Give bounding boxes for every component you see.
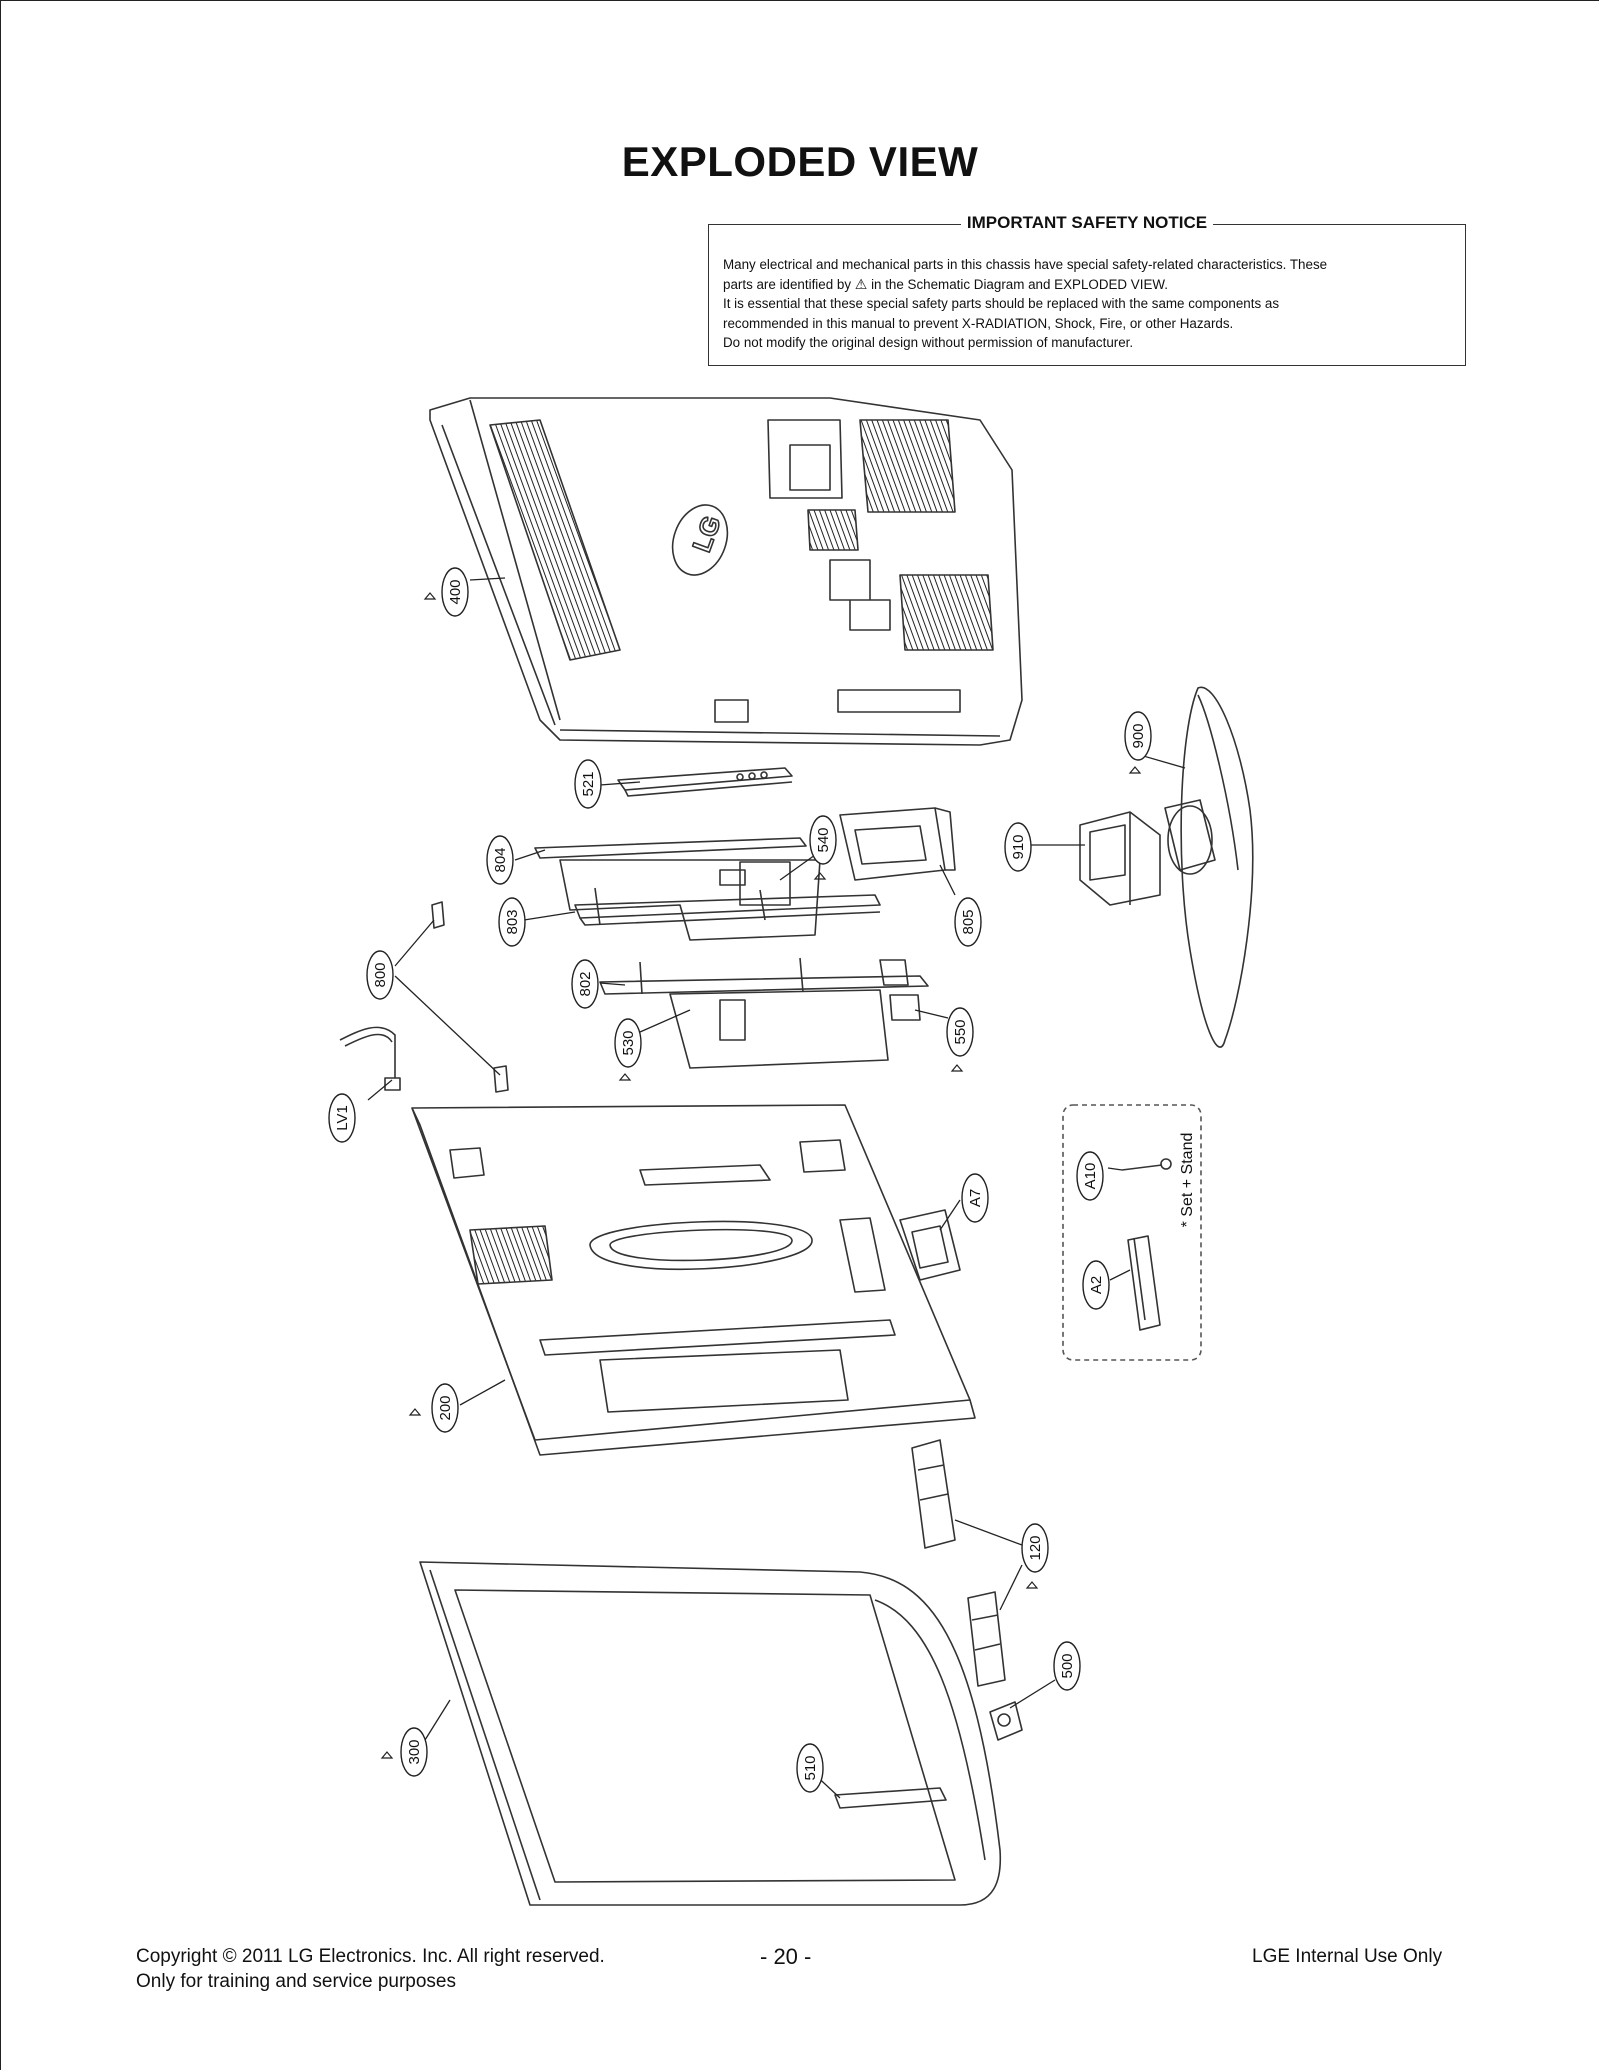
warning-triangle-icon: ⚠ [854,275,868,292]
screw-a10-part [1121,1158,1172,1171]
callout-910: 910 [1010,834,1027,859]
stand-cover-a2-part [1127,1235,1161,1331]
callout-510: 510 [802,1755,819,1780]
ir-receiver-500-part [989,1701,1023,1741]
internal-use-label: LGE Internal Use Only [1252,1946,1443,1967]
callout-900: 900 [1130,723,1147,748]
callout-200: 200 [437,1395,454,1420]
callout-803: 803 [504,909,521,934]
footer-left: Copyright © 2011 LG Electronics. Inc. Al… [136,1944,605,1994]
power-board-part [599,957,929,1069]
safety-notice-title: IMPORTANT SAFETY NOTICE [960,213,1214,232]
bracket-521-part [617,767,793,797]
part-a7 [899,1209,961,1281]
callout-530: 530 [620,1030,637,1055]
callout-521: 521 [580,771,597,796]
safety-notice-body: Many electrical and mechanical parts in … [723,255,1451,353]
copyright-text: Copyright © 2011 LG Electronics. Inc. Al… [136,1946,605,1967]
callout-540: 540 [815,827,832,852]
callout-550: 550 [952,1019,969,1044]
notice-line-1: Many electrical and mechanical parts in … [723,257,1328,272]
set-stand-kit-box [1062,1104,1202,1361]
notice-line-2b: in the Schematic Diagram and EXPLODED VI… [871,276,1169,292]
notice-line-4: recommended in this manual to prevent X-… [723,315,1234,331]
svg-text:LG: LG [686,512,727,556]
callout-a2: A2 [1088,1276,1105,1294]
notice-line-3: It is essential that these special safet… [723,296,1280,312]
stand-neck-910-part [1079,811,1161,906]
callout-a10: A10 [1082,1163,1099,1190]
purpose-text: Only for training and service purposes [136,1971,456,1992]
clip-800-part [431,901,509,1093]
speaker-120-part [911,1439,1006,1687]
front-cabinet-300-part [419,1561,1002,1906]
callout-802: 802 [577,971,594,996]
callout-800: 800 [372,962,389,987]
warning-triangle-icon [380,592,1142,1759]
callout-500: 500 [1059,1653,1076,1678]
stand-base-part [1164,686,1254,1048]
callout-300: 300 [406,1739,423,1764]
page-title: EXPLODED VIEW [621,138,979,185]
callout-120: 120 [1027,1535,1044,1560]
safety-notice-box: IMPORTANT SAFETY NOTICE Many electrical … [708,213,1466,366]
bracket-805-part [839,807,956,881]
notice-line-2a: parts are identified by [723,276,852,292]
callout-400: 400 [447,579,464,604]
main-board-part [534,837,881,941]
page-number: - 20 - [760,1944,812,1969]
callout-804: 804 [492,847,509,872]
callout-lv1: LV1 [334,1105,351,1131]
callout-a7: A7 [967,1189,984,1207]
module-frame-200-part [411,1104,976,1456]
set-stand-label: * Set + Stand [1179,1133,1196,1228]
back-cover-part: LG [429,397,1023,746]
callout-805: 805 [960,909,977,934]
notice-line-5: Do not modify the original design withou… [723,335,1134,351]
